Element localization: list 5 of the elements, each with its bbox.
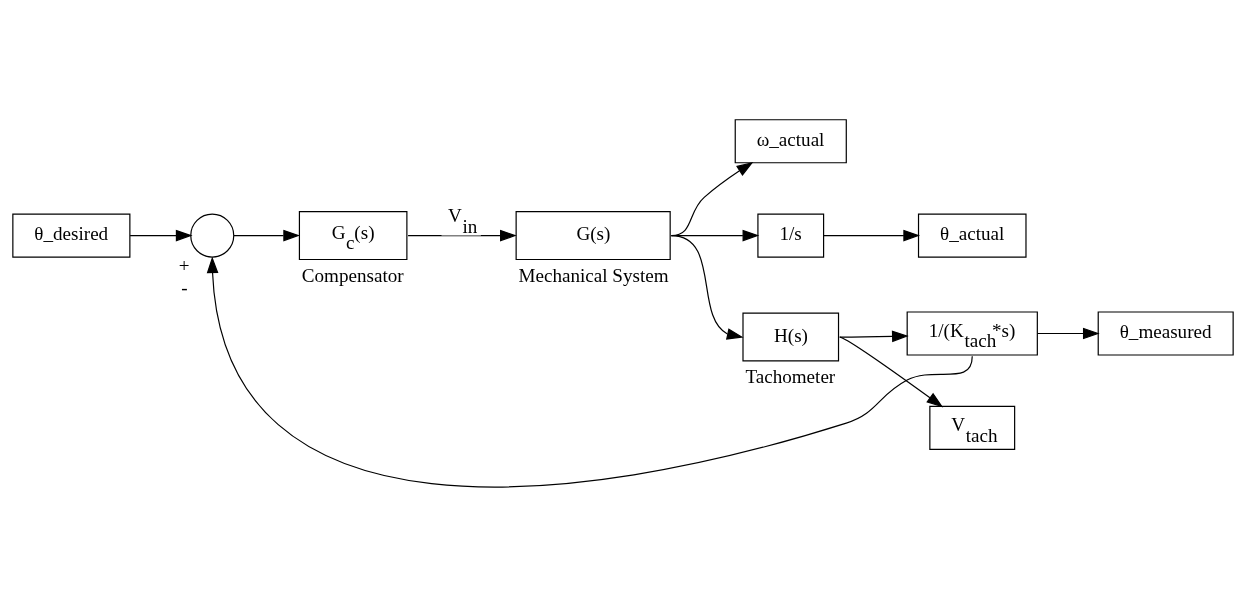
node-label: Mechanical System bbox=[518, 264, 669, 286]
node-label: - bbox=[181, 276, 188, 298]
node-label: Tachometer bbox=[745, 365, 836, 387]
node-label: Compensator bbox=[301, 264, 404, 286]
node-label: + bbox=[178, 254, 190, 276]
